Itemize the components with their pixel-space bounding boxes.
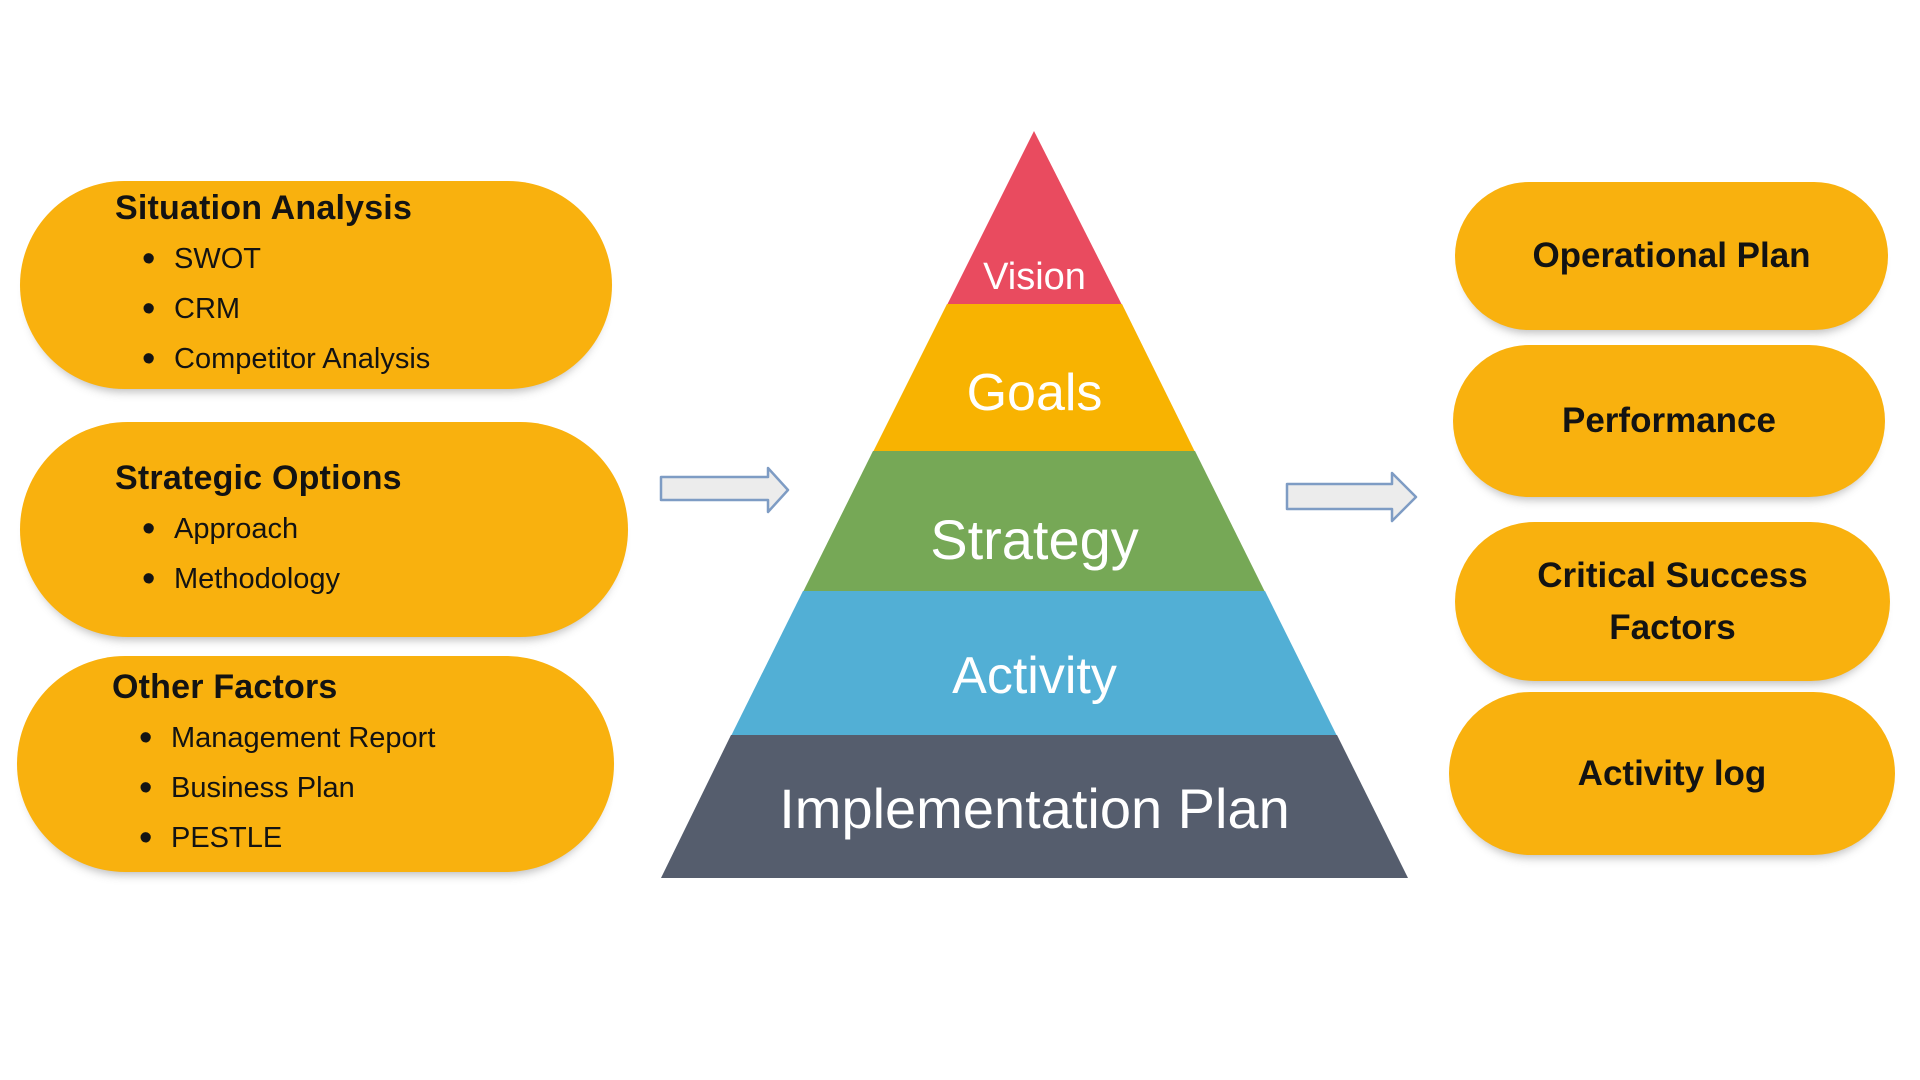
panel-other-factors: Other Factors Management Report Business…: [17, 656, 614, 872]
panel-strategic-options: Strategic Options Approach Methodology: [20, 422, 628, 637]
pill-critical-success-factors: Critical Success Factors: [1455, 522, 1890, 681]
panel-title: Situation Analysis: [115, 189, 413, 227]
layer-label: Vision: [983, 256, 1086, 298]
layer-label: Strategy: [930, 508, 1139, 571]
layer-label: Goals: [966, 364, 1103, 422]
pill-operational-plan: Operational Plan: [1455, 182, 1888, 330]
pill-activity-log: Activity log: [1449, 692, 1895, 855]
pyramid-layer-implementation-plan: Implementation Plan: [661, 735, 1408, 878]
bullet-list: SWOT CRM Competitor Analysis: [20, 234, 612, 384]
bullet-item: PESTLE: [139, 813, 614, 863]
bullet-item: Competitor Analysis: [142, 334, 612, 384]
layer-label: Implementation Plan: [779, 777, 1290, 840]
pill-label: Critical Success Factors: [1537, 555, 1808, 647]
bullet-item: Methodology: [142, 554, 628, 604]
bullet-item: Approach: [142, 504, 628, 554]
bullet-item: Business Plan: [139, 763, 614, 813]
bullet-list: Management Report Business Plan PESTLE: [17, 713, 614, 863]
pyramid: Vision Goals Strategy Activity Implement…: [661, 131, 1408, 878]
right-arrow-icon: [659, 466, 790, 514]
right-arrow-icon: [1285, 471, 1418, 523]
pyramid-layer-activity: Activity: [731, 591, 1337, 736]
bullet-item: Management Report: [139, 713, 614, 763]
pyramid-layer-goals: Goals: [873, 304, 1195, 452]
layer-label: Activity: [952, 646, 1117, 705]
bullet-list: Approach Methodology: [20, 504, 628, 604]
bullet-item: SWOT: [142, 234, 612, 284]
panel-situation-analysis: Situation Analysis SWOT CRM Competitor A…: [20, 181, 612, 389]
pill-label: Operational Plan: [1532, 236, 1811, 275]
pyramid-layer-vision: Vision: [947, 131, 1122, 305]
panel-title: Strategic Options: [115, 458, 402, 497]
pill-label: Performance: [1562, 401, 1776, 440]
pill-performance: Performance: [1453, 345, 1885, 497]
panel-title: Other Factors: [112, 668, 338, 706]
pill-label: Activity log: [1577, 753, 1767, 793]
pyramid-layer-strategy: Strategy: [803, 451, 1265, 592]
bullet-item: CRM: [142, 284, 612, 334]
